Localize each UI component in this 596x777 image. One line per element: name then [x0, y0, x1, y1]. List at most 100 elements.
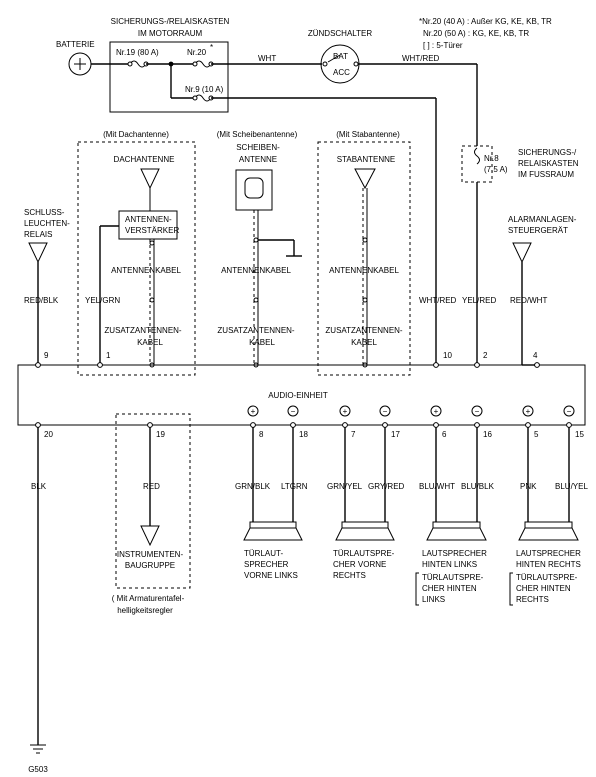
speaker-4-line-1: LAUTSPRECHER — [516, 549, 581, 558]
relay-label-3: RELAIS — [24, 230, 52, 239]
wire-blk-label: BLK — [31, 482, 47, 491]
amp-label-2: VERSTÄRKER — [125, 226, 179, 235]
speaker-1-line-1: TÜRLAUT- — [244, 549, 283, 558]
sign-minus-4: − — [567, 407, 572, 416]
window-antenna-header: (Mit Scheibenantenne) — [217, 130, 298, 139]
roof-antenna-header: (Mit Dachantenne) — [103, 130, 169, 139]
speaker-3-line-4: CHER HINTEN — [422, 584, 477, 593]
speaker-3-line-2: HINTEN LINKS — [422, 560, 477, 569]
fuse-19-label: Nr.19 (80 A) — [116, 48, 159, 57]
sign-plus-3: + — [434, 407, 439, 416]
window-ext-cable-1: ZUSATZANTENNEN- — [217, 326, 295, 335]
pin-20: 20 — [44, 430, 53, 439]
window-antenna-name-2: ANTENNE — [239, 155, 277, 164]
battery-label: BATTERIE — [56, 40, 95, 49]
fuse-20-star: * — [210, 43, 213, 52]
speaker-1-line-2: SPRECHER — [244, 560, 289, 569]
wire-yelred-label: YEL/RED — [462, 296, 496, 305]
pin-19: 19 — [156, 430, 165, 439]
speaker-3-bracket — [415, 572, 419, 606]
speaker-2-line-2: CHER VORNE — [333, 560, 386, 569]
audio-unit-box — [17, 364, 586, 426]
pin-2: 2 — [483, 351, 488, 360]
amp-label-1: ANTENNEN- — [125, 215, 172, 224]
speaker-3-line-3: TÜRLAUTSPRE- — [422, 573, 484, 582]
wire-red-label: RED — [143, 482, 160, 491]
window-antenna-icon — [235, 169, 273, 211]
ignition-bat-label: BAT — [333, 52, 348, 61]
engine-fusebox-frame — [109, 41, 229, 113]
rod-ext-cable-1: ZUSATZANTENNEN- — [325, 326, 403, 335]
wire-blublk-label: BLU/BLK — [461, 482, 495, 491]
fuse-20-icon — [194, 60, 212, 68]
wire-whtred-top-label: WHT/RED — [402, 54, 440, 63]
pin-18: 18 — [299, 430, 308, 439]
ignition-acc-label: ACC — [333, 68, 350, 77]
alarm-label-2: STEUERGERÄT — [508, 226, 568, 235]
sign-plus-4: + — [526, 407, 531, 416]
wire-redwht-label: RED/WHT — [510, 296, 547, 305]
window-cable-label: ANTENNENKABEL — [221, 266, 291, 275]
wire-whtred-label: WHT/RED — [419, 296, 457, 305]
pin-17: 17 — [391, 430, 400, 439]
speaker-icon-front-right — [335, 521, 395, 541]
speaker-3-line-5: LINKS — [422, 595, 445, 604]
speaker-4-line-3: TÜRLAUTSPRE- — [516, 573, 578, 582]
pin-9: 9 — [44, 351, 49, 360]
speaker-4-line-5: RECHTS — [516, 595, 549, 604]
audio-unit-label: AUDIO-EINHEIT — [268, 391, 328, 400]
window-ext-cable-2: KABEL — [249, 338, 275, 347]
instrument-label-2: BAUGRUPPE — [125, 561, 175, 570]
relay-label-2: LEUCHTEN- — [24, 219, 70, 228]
speaker-4-line-2: HINTEN RECHTS — [516, 560, 581, 569]
sign-minus-1: − — [291, 407, 296, 416]
alarm-icon — [512, 242, 532, 264]
speaker-2-line-1: TÜRLAUTSPRE- — [333, 549, 395, 558]
ground-label: G503 — [28, 765, 48, 774]
sign-minus-3: − — [475, 407, 480, 416]
roof-antenna-box — [77, 141, 196, 376]
pin-15: 15 — [575, 430, 584, 439]
fuse-8-icon — [474, 147, 480, 165]
instrument-label-1: INSTRUMENTEN- — [117, 550, 184, 559]
rod-antenna-header: (Mit Stabantenne) — [336, 130, 400, 139]
fuse-19-icon — [129, 60, 147, 68]
speaker-2-line-3: RECHTS — [333, 571, 366, 580]
wire-yelgrn-label: YEL/GRN — [85, 296, 120, 305]
wire-bluwht-label: BLU/WHT — [419, 482, 455, 491]
fuse-9-icon — [194, 94, 212, 102]
wire-grnyel-label: GRN/YEL — [327, 482, 363, 491]
rod-cable-label: ANTENNENKABEL — [329, 266, 399, 275]
fuse-8-label-b: (7,5 A) — [484, 165, 508, 174]
pin-6: 6 — [442, 430, 447, 439]
wire-redblk-label: RED/BLK — [24, 296, 59, 305]
sign-minus-2: − — [383, 407, 388, 416]
roof-antenna-icon — [140, 168, 160, 190]
engine-fusebox-title-1: SICHERUNGS-/RELAISKASTEN — [111, 17, 230, 26]
sign-plus-2: + — [343, 407, 348, 416]
rod-antenna-icon — [354, 168, 376, 190]
speaker-4-bracket — [509, 572, 513, 606]
pin-7: 7 — [351, 430, 356, 439]
ground-icon — [30, 744, 46, 754]
rod-ext-cable-2: KABEL — [351, 338, 377, 347]
wire-pnk-label: PNK — [520, 482, 537, 491]
pin-8: 8 — [259, 430, 264, 439]
fussraum-title-1: SICHERUNGS-/ — [518, 148, 577, 157]
fussraum-title-3: IM FUSSRAUM — [518, 170, 574, 179]
speaker-3-line-1: LAUTSPRECHER — [422, 549, 487, 558]
relay-icon — [28, 242, 48, 264]
pin-5: 5 — [534, 430, 539, 439]
note-line-1: *Nr.20 (40 A) : Außer KG, KE, KB, TR — [419, 17, 552, 26]
pin-4: 4 — [533, 351, 538, 360]
engine-fusebox-title-2: IM MOTORRAUM — [138, 29, 203, 38]
speaker-4-line-4: CHER HINTEN — [516, 584, 571, 593]
fuse-9-label: Nr.9 (10 A) — [185, 85, 224, 94]
rod-antenna-name: STABANTENNE — [337, 155, 396, 164]
ignition-title: ZÜNDSCHALTER — [308, 29, 373, 38]
instrument-cluster-icon — [140, 525, 160, 547]
fussraum-title-2: RELAISKASTEN — [518, 159, 579, 168]
roof-antenna-name: DACHANTENNE — [114, 155, 175, 164]
pin-1: 1 — [106, 351, 111, 360]
